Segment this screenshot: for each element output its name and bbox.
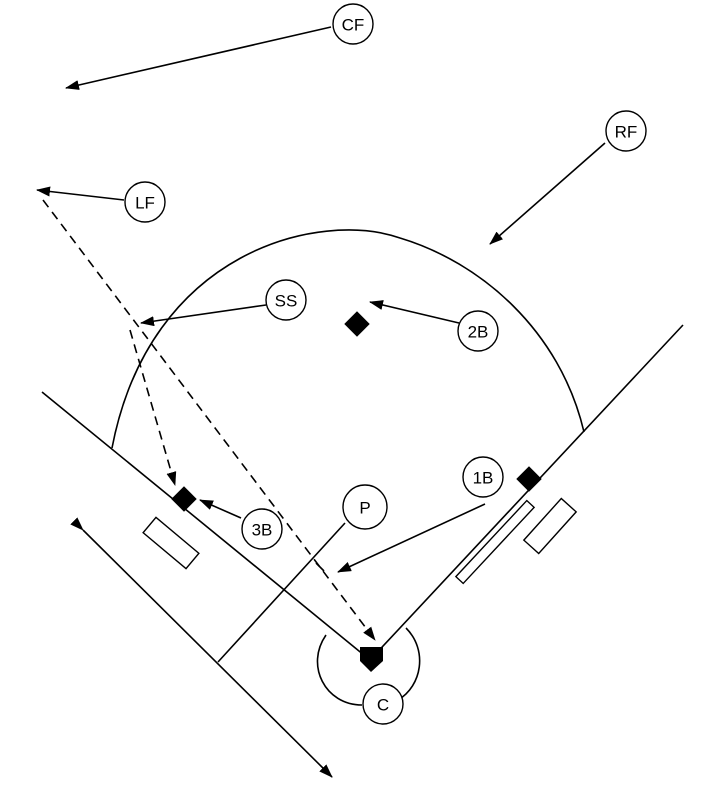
player-cf-label: CF bbox=[342, 16, 365, 35]
player-c: C bbox=[362, 683, 404, 725]
player-ss: SS bbox=[265, 279, 307, 321]
player-1b: 1B bbox=[462, 456, 504, 498]
player-c-label: C bbox=[377, 696, 389, 715]
2b-arrow bbox=[369, 300, 460, 324]
player-2b: 2B bbox=[457, 310, 499, 352]
player-ss-label: SS bbox=[275, 292, 298, 311]
foul-line-double-arrow bbox=[70, 517, 333, 778]
third-base-foul-line bbox=[41, 391, 371, 661]
player-3b-label: 3B bbox=[252, 521, 273, 540]
third-base bbox=[171, 486, 197, 512]
cf-arrow bbox=[65, 26, 332, 90]
player-p-label: P bbox=[359, 499, 370, 518]
player-p: P bbox=[342, 484, 388, 530]
3b-arrow bbox=[199, 499, 242, 519]
1b-arrow bbox=[337, 503, 486, 573]
player-3b: 3B bbox=[241, 508, 283, 550]
home-plate bbox=[360, 647, 383, 672]
player-1b-label: 1B bbox=[473, 469, 494, 488]
ss-arrow bbox=[140, 304, 267, 327]
third-base-coach-box bbox=[142, 516, 200, 570]
player-rf-label: RF bbox=[615, 123, 638, 142]
player-lf: LF bbox=[124, 181, 166, 223]
first-base-foul-line bbox=[369, 324, 684, 661]
first-base-coach-box bbox=[522, 497, 578, 555]
rf-arrow bbox=[489, 142, 606, 245]
first-base-runner-lane bbox=[454, 499, 536, 585]
lf-arrow bbox=[36, 186, 125, 201]
pitcher-line bbox=[217, 522, 346, 663]
player-cf: CF bbox=[332, 3, 374, 45]
player-2b-label: 2B bbox=[468, 323, 489, 342]
second-base bbox=[344, 311, 370, 337]
player-lf-label: LF bbox=[135, 194, 155, 213]
ss-dashed-path bbox=[129, 329, 177, 486]
first-base bbox=[516, 466, 542, 492]
infield-grass-arc bbox=[111, 229, 585, 449]
player-rf: RF bbox=[605, 110, 647, 152]
lf-dashed-path bbox=[42, 199, 376, 641]
